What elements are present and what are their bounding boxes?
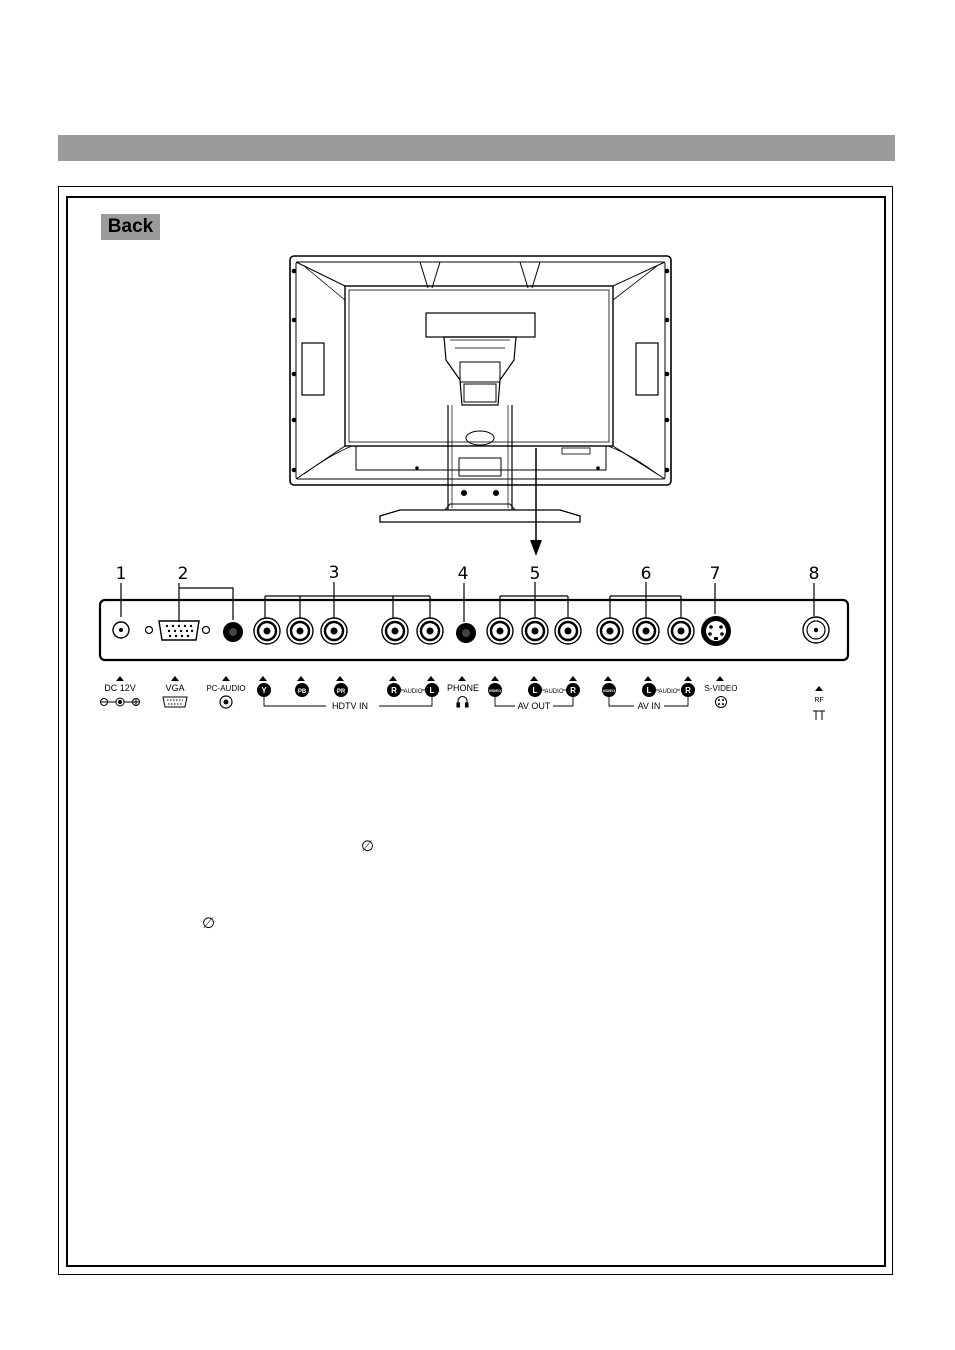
- label-hdtv-in: HDTV IN: [332, 701, 368, 711]
- label-vga: VGA: [165, 683, 184, 693]
- diameter-symbol: ∅: [361, 837, 374, 855]
- s-video-icon: [716, 697, 727, 708]
- pointer-arrow: [530, 448, 542, 556]
- dc-polarity-icon: [101, 698, 140, 706]
- pc-audio-icon: [220, 696, 232, 708]
- label-av-out: AV OUT: [518, 701, 551, 711]
- label-pc-audio: PC-AUDIO: [206, 684, 245, 693]
- badge-av-in-l: L: [647, 686, 652, 695]
- tv-rear-illustration: [290, 256, 671, 522]
- s-video-jack: [701, 616, 731, 646]
- port-labels: DC 12V VGA PC-AUDIO PHONE S-VIDEO RF Y: [101, 676, 826, 720]
- callout-6: 6: [641, 564, 652, 584]
- badge-y: Y: [261, 686, 267, 695]
- callout-8: 8: [809, 564, 820, 584]
- label-av-out-audio: AUDIO: [544, 689, 563, 695]
- callout-1: 1: [116, 564, 127, 584]
- label-av-in: AV IN: [638, 701, 661, 711]
- badge-av-out-r: R: [570, 686, 576, 695]
- badge-av-out-l: L: [533, 686, 538, 695]
- badge-pb: PB: [298, 689, 307, 695]
- phone-jack: [456, 623, 476, 643]
- dc-jack: [113, 622, 129, 638]
- connector-panel: 1 2 3 4 5 6 7 8: [100, 563, 848, 660]
- callout-4: 4: [458, 564, 469, 584]
- label-phone: PHONE: [447, 683, 479, 693]
- badge-hdtv-audio-l: L: [430, 686, 435, 695]
- vga-port: [146, 621, 210, 640]
- badge-pr: PR: [337, 689, 346, 695]
- av-out-badges: VIDEO L R AUDIO: [488, 683, 580, 697]
- rf-antenna-icon: [813, 711, 825, 720]
- callout-3: 3: [329, 563, 340, 583]
- av-in-badges: VIDEO L R AUDIO: [602, 683, 695, 697]
- badge-hdtv-audio-r: R: [391, 686, 397, 695]
- label-hdtv-audio: AUDIO: [403, 689, 422, 695]
- label-s-video: S-VIDEO: [705, 684, 738, 693]
- badge-av-out-video: VIDEO: [489, 688, 501, 693]
- callout-5: 5: [530, 564, 541, 584]
- callout-2: 2: [178, 564, 189, 584]
- headphone-icon: [457, 697, 468, 707]
- diameter-symbol: ∅: [202, 914, 215, 932]
- callout-7: 7: [710, 564, 721, 584]
- label-dc-12v: DC 12V: [104, 683, 136, 693]
- badge-av-in-r: R: [685, 686, 691, 695]
- hdtv-badges: Y PB PR R L AUDIO: [257, 683, 439, 697]
- label-av-in-audio: AUDIO: [658, 689, 677, 695]
- vga-icon: [163, 697, 187, 707]
- label-rf: RF: [814, 697, 823, 704]
- badge-av-in-video: VIDEO: [603, 688, 615, 693]
- callout-leaders: [121, 582, 814, 622]
- rf-jack: [803, 617, 829, 643]
- pc-audio-jack: [223, 622, 243, 642]
